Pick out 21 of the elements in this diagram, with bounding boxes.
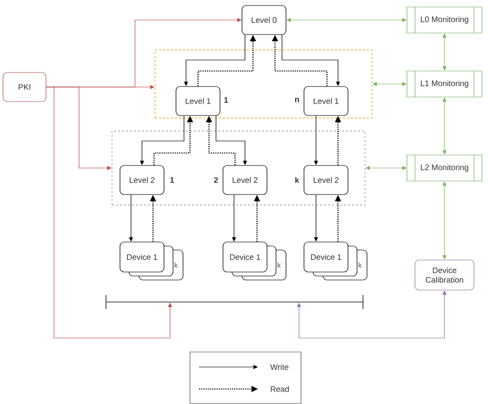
dashed-frame bbox=[112, 130, 366, 206]
process-box: L1 Monitoring bbox=[406, 70, 482, 98]
legend-text: Write bbox=[270, 364, 288, 370]
rounded-box: Level 2 bbox=[120, 165, 164, 195]
bracket-line bbox=[106, 294, 364, 310]
rounded-box: Level 1 bbox=[304, 86, 348, 116]
rounded-box: Level 0 bbox=[242, 5, 286, 35]
legend-text: Read bbox=[270, 386, 289, 392]
process-box: L2 Monitoring bbox=[406, 154, 482, 182]
rounded-box: Device Calibration bbox=[414, 260, 474, 290]
instance-number: k bbox=[295, 177, 300, 183]
instance-number: 1 bbox=[170, 177, 174, 183]
rounded-box: PKI bbox=[2, 72, 46, 102]
process-box: L0 Monitoring bbox=[406, 6, 482, 34]
dashed-frame bbox=[154, 50, 372, 118]
instance-number: n bbox=[295, 98, 299, 102]
rounded-box: Level 2 bbox=[304, 165, 348, 195]
instance-number: 1 bbox=[224, 97, 228, 103]
rounded-box: Level 2 bbox=[222, 165, 268, 195]
instance-number: 2 bbox=[214, 177, 218, 183]
rounded-box: Level 1 bbox=[176, 86, 220, 116]
